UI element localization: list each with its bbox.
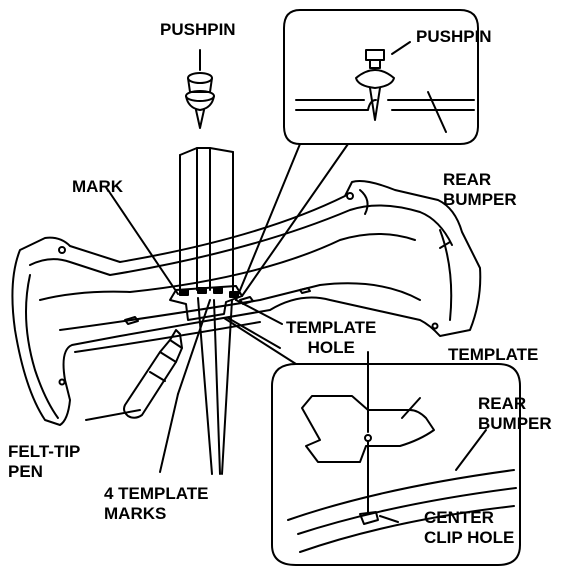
- label-felt-tip-pen: FELT-TIP PEN: [8, 442, 80, 482]
- detail-callout-template: [223, 317, 521, 566]
- label-rear-bumper-bottom-line2: BUMPER: [478, 414, 552, 433]
- pushpin: [185, 72, 215, 129]
- label-template-hole-line1: TEMPLATE: [286, 318, 377, 337]
- label-rear-bumper-top: REAR BUMPER: [443, 170, 517, 210]
- label-template-marks-line1: 4 TEMPLATE: [104, 484, 209, 503]
- label-mark: MARK: [72, 177, 123, 196]
- label-center-clip-hole: CENTER CLIP HOLE: [424, 508, 514, 548]
- detail-callout-pushpin: [235, 9, 479, 301]
- label-felt-tip-pen-line2: PEN: [8, 462, 43, 481]
- label-template-marks-line2: MARKS: [104, 504, 167, 523]
- label-rear-bumper-top-line1: REAR: [443, 170, 492, 189]
- template-guide-angle: [179, 147, 234, 296]
- label-center-clip-hole-line2: CLIP HOLE: [424, 528, 515, 547]
- felt-tip-pen: [123, 329, 183, 419]
- label-felt-tip-pen-line1: FELT-TIP: [8, 442, 81, 461]
- label-rear-bumper-top-line2: BUMPER: [443, 190, 517, 209]
- rear-bumper: [11, 180, 482, 426]
- label-rear-bumper-bottom-line1: REAR: [478, 394, 527, 413]
- label-template-hole: TEMPLATE HOLE: [286, 318, 376, 358]
- label-template: TEMPLATE: [448, 345, 539, 364]
- label-pushpin-detail: PUSHPIN: [416, 27, 492, 46]
- label-center-clip-hole-line1: CENTER: [424, 508, 494, 527]
- leader-lines: [85, 49, 451, 475]
- label-rear-bumper-bottom: REAR BUMPER: [478, 394, 552, 434]
- label-template-marks: 4 TEMPLATE MARKS: [104, 484, 209, 524]
- label-template-hole-line2: HOLE: [307, 338, 355, 357]
- label-pushpin-main: PUSHPIN: [160, 20, 236, 39]
